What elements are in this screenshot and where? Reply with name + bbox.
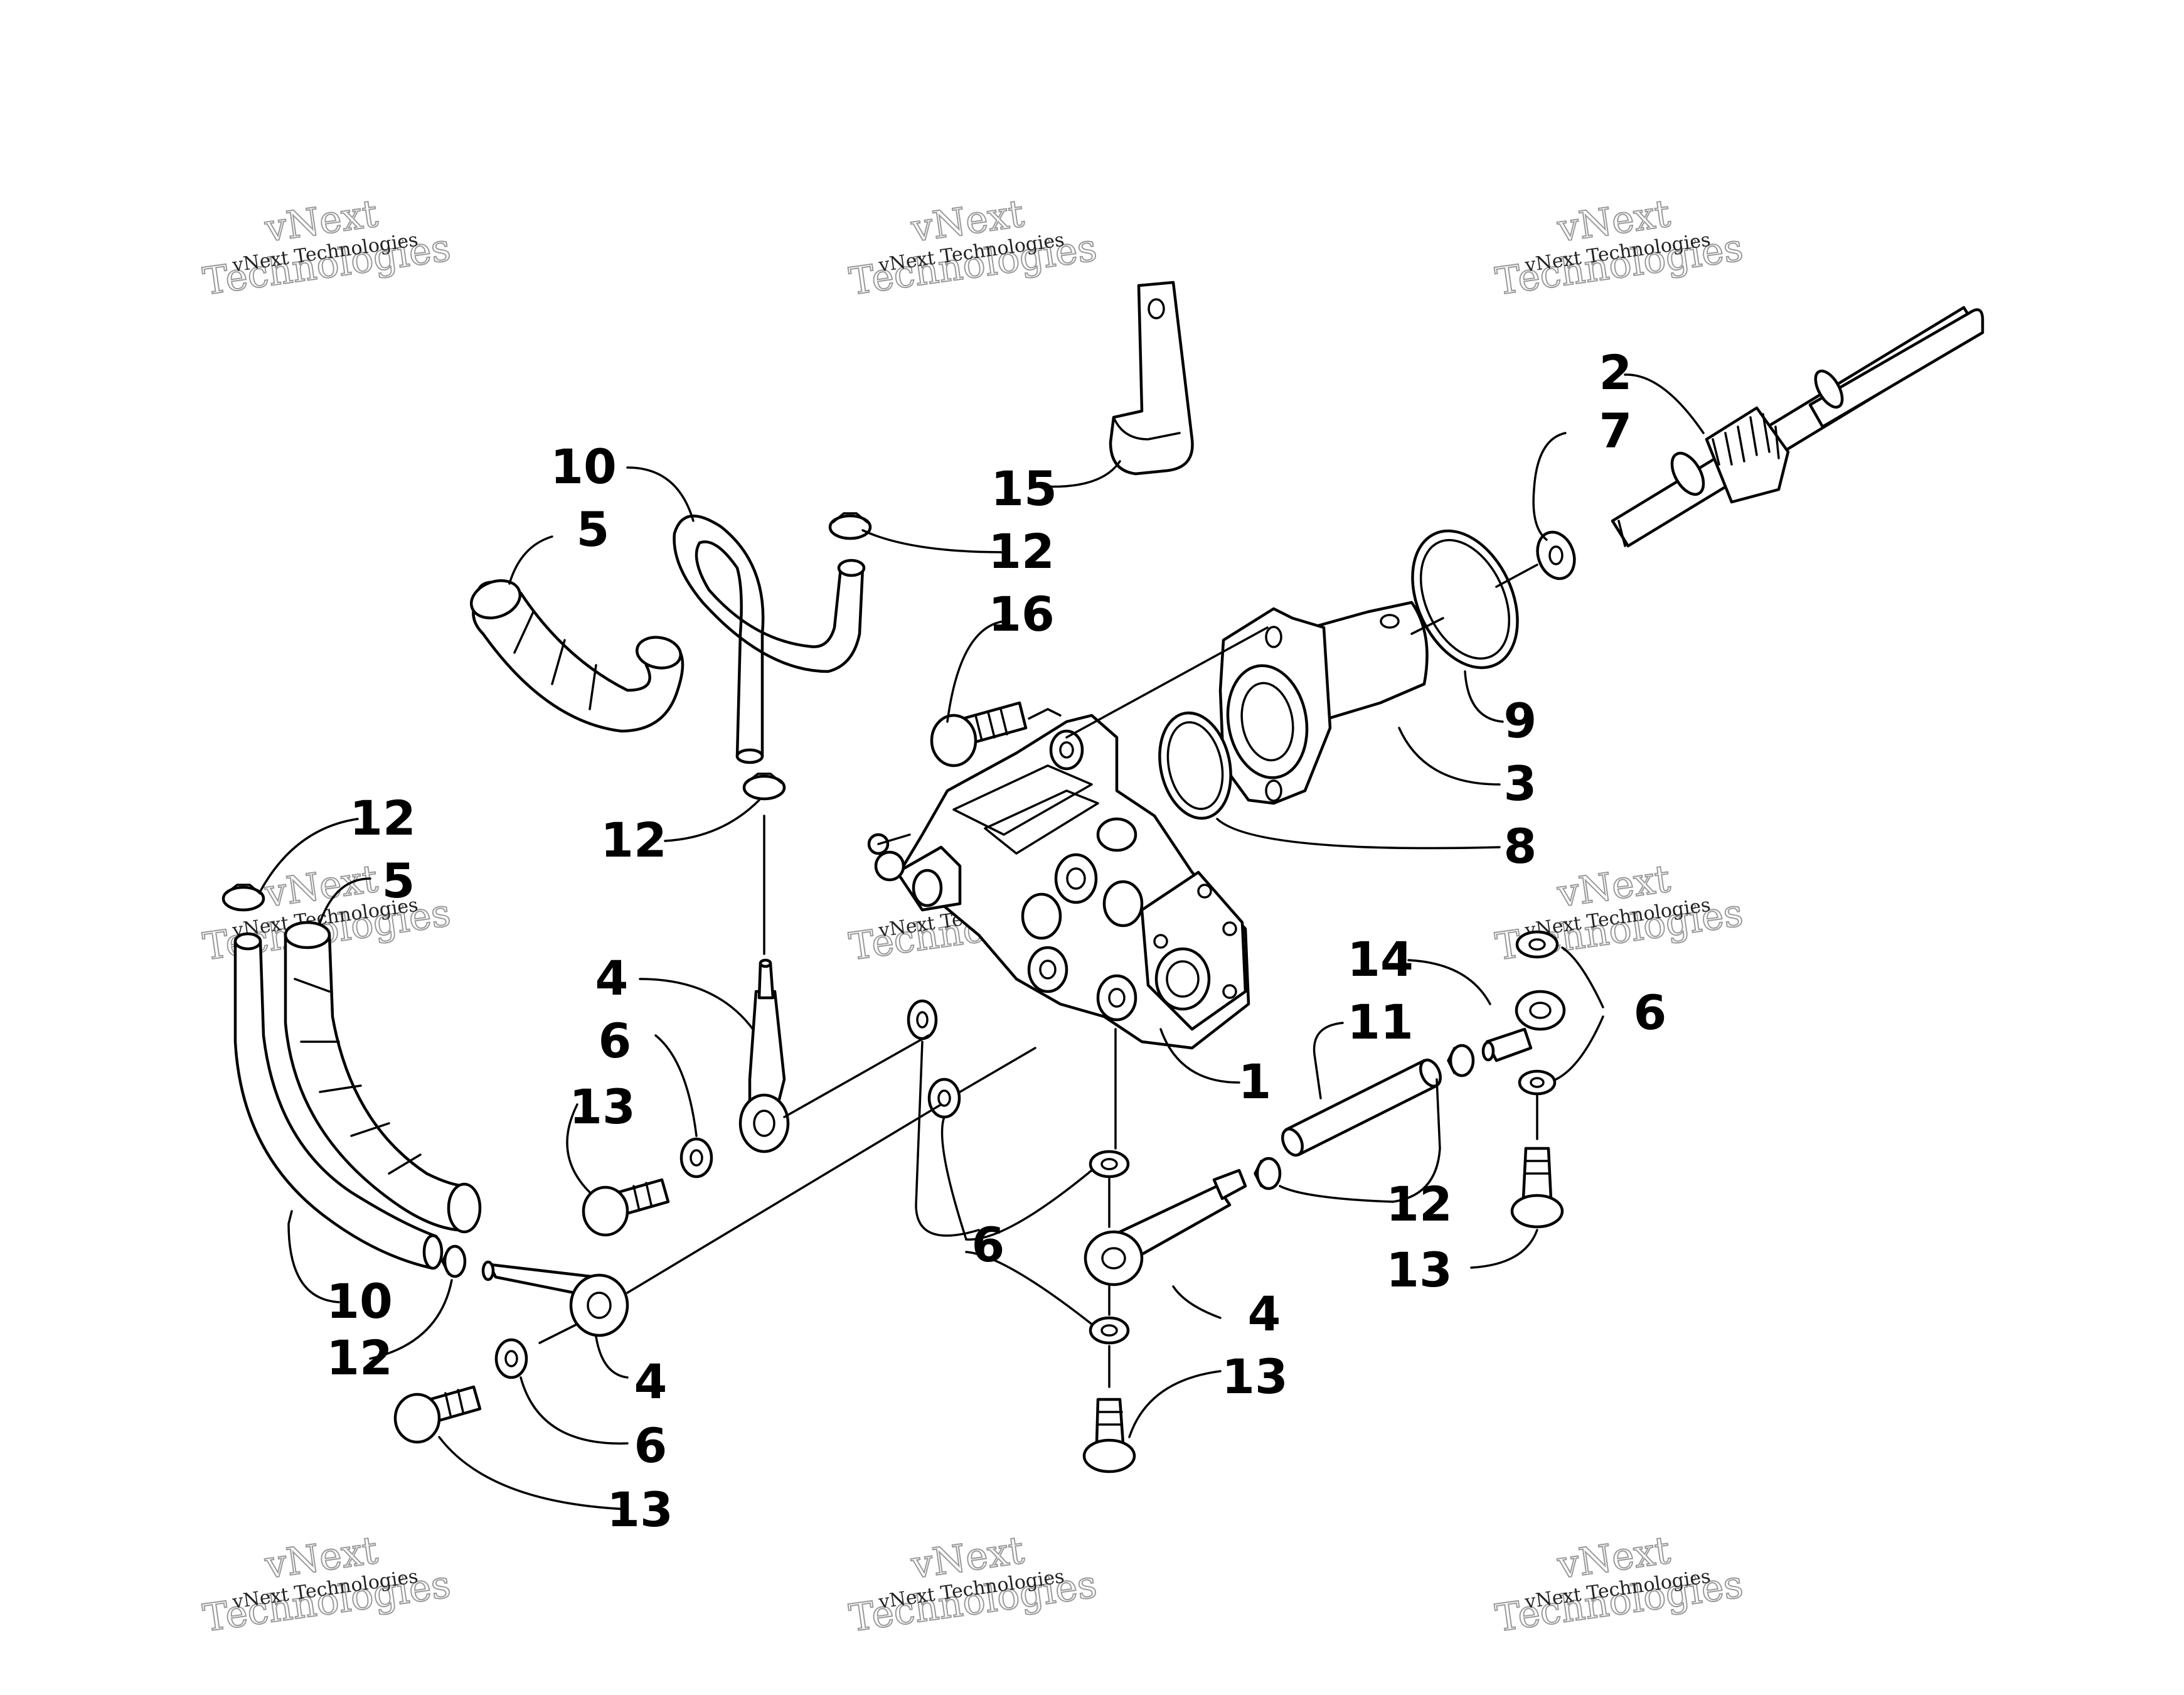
- washer-part-6: [1089, 1316, 1130, 1345]
- callout-5: 5: [382, 853, 415, 909]
- clamp-part-12: [441, 1244, 467, 1278]
- callout-14: 14: [1347, 931, 1414, 987]
- banjo-fitting-part-14: [1481, 990, 1566, 1062]
- watermark: vNext Technologies vNext Technologies: [200, 191, 454, 304]
- washer-part-7: [1536, 530, 1576, 580]
- clamp-part-12: [828, 512, 872, 540]
- callout-12: 12: [1386, 1176, 1452, 1232]
- clamp-part-12: [1254, 1157, 1282, 1190]
- bolt-part-13: [582, 1178, 670, 1237]
- banjo-fitting-part-4: [738, 958, 790, 1153]
- oil-pump-part-1: [867, 714, 1250, 1050]
- clamp-part-12: [221, 884, 265, 912]
- hose-part-10-lower: [233, 932, 444, 1270]
- clamp-part-12: [1447, 1044, 1475, 1077]
- callout-5: 5: [577, 501, 610, 557]
- callout-12: 12: [349, 790, 416, 846]
- hose-part-5-lower: [284, 921, 482, 1234]
- callout-6: 6: [972, 1217, 1005, 1273]
- callout-12: 12: [988, 523, 1055, 579]
- callout-2: 2: [1599, 345, 1633, 400]
- washer-part-6: [1518, 1069, 1557, 1096]
- callout-4: 4: [1248, 1286, 1281, 1342]
- callout-4: 4: [595, 950, 629, 1006]
- callout-12: 12: [326, 1330, 393, 1386]
- callout-6: 6: [634, 1418, 668, 1473]
- callout-11: 11: [1347, 994, 1414, 1050]
- callout-10: 10: [550, 439, 617, 495]
- callout-13: 13: [1386, 1242, 1452, 1298]
- callout-1: 1: [1238, 1054, 1272, 1110]
- callout-16: 16: [988, 586, 1055, 642]
- bolt-part-13: [393, 1385, 482, 1444]
- watermark: vNext Technologies vNext Technologies: [846, 1527, 1100, 1641]
- assembly-lines: [538, 564, 1538, 1388]
- callout-4: 4: [634, 1354, 668, 1409]
- callout-labels: 15 2 7 10 5 12 16 9 3 8 12 5 12 4 6 13 1…: [326, 345, 1666, 1537]
- bolt-part-13: [1510, 1147, 1564, 1229]
- callout-7: 7: [1599, 403, 1633, 459]
- banjo-fitting-part-4: [481, 1260, 629, 1337]
- callout-8: 8: [1504, 818, 1537, 874]
- washer-part-6: [927, 1077, 961, 1119]
- bolt-part-16: [930, 701, 1028, 767]
- washer-part-6: [494, 1338, 528, 1379]
- callout-6: 6: [1634, 985, 1667, 1040]
- washer-part-6: [679, 1137, 713, 1179]
- clamp-part-12: [742, 773, 786, 801]
- callout-12: 12: [600, 812, 667, 868]
- callout-3: 3: [1504, 756, 1537, 811]
- callout-leaders: [259, 373, 1705, 1511]
- callout-13: 13: [607, 1482, 673, 1537]
- bracket-part-15: [1109, 281, 1194, 476]
- watermark: vNext Technologies vNext Technologies: [1492, 1527, 1746, 1641]
- washer-part-6: [1089, 1150, 1130, 1179]
- callout-15: 15: [991, 461, 1057, 516]
- washer-part-6: [1515, 930, 1559, 959]
- drive-shaft-part-2: [1611, 306, 1984, 548]
- housing-part-3: [1218, 601, 1429, 805]
- banjo-fitting-part-4: [1084, 1168, 1247, 1286]
- bolt-part-13: [1082, 1398, 1136, 1473]
- gasket-part-8: [1158, 711, 1232, 820]
- callout-6: 6: [599, 1013, 632, 1069]
- watermark: vNext Technologies vNext Technologies: [846, 191, 1100, 304]
- washer-part-6: [907, 999, 938, 1040]
- callout-9: 9: [1504, 693, 1537, 749]
- watermark: vNext Technologies vNext Technologies: [1492, 191, 1746, 304]
- callout-13: 13: [569, 1079, 636, 1135]
- o-ring-part-9: [1411, 529, 1519, 670]
- callout-13: 13: [1222, 1349, 1288, 1404]
- hose-part-5-upper: [469, 579, 684, 733]
- watermark: vNext Technologies vNext Technologies: [200, 1527, 454, 1641]
- hose-part-10-upper: [673, 514, 866, 764]
- tube-part-11: [1281, 1058, 1442, 1157]
- callout-10: 10: [326, 1273, 393, 1329]
